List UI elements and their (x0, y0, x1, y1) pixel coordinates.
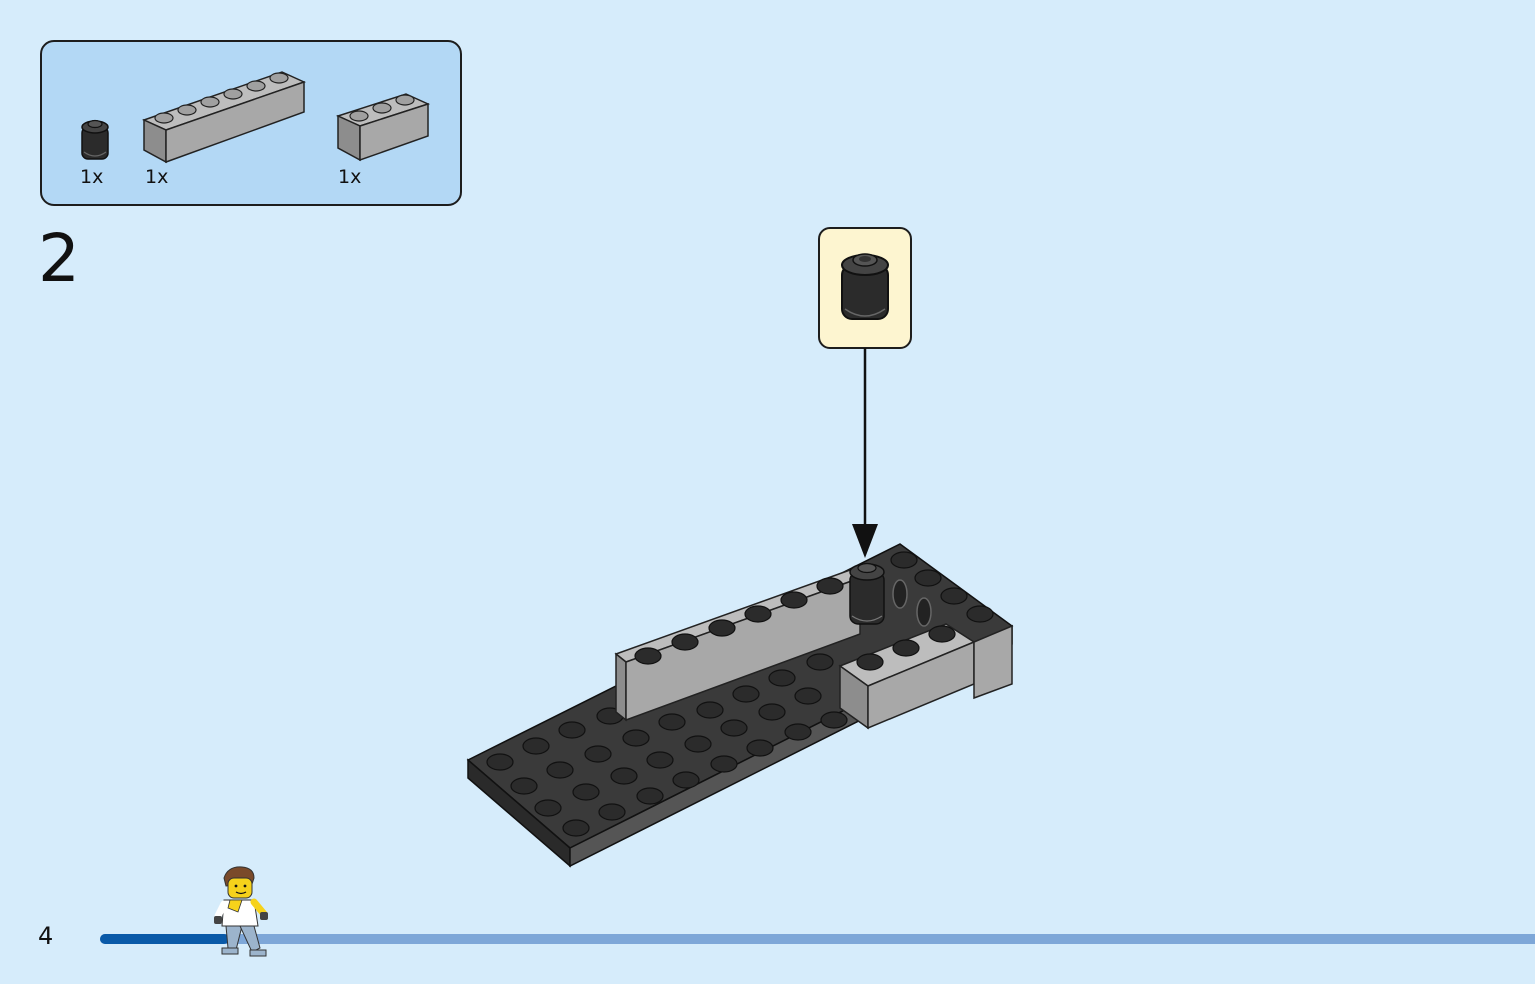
callout-box (818, 227, 912, 349)
round-brick-icon (841, 253, 889, 320)
brick-1x6-icon (141, 71, 307, 164)
part-qty: 1x (80, 166, 104, 188)
minifigure-icon (214, 866, 268, 957)
brick-1x3-icon (335, 93, 431, 162)
part-qty: 1x (145, 166, 169, 188)
round-brick-icon (81, 119, 109, 160)
step-number: 2 (38, 220, 80, 297)
part-qty: 1x (338, 166, 362, 188)
assembled-model-illustration (466, 543, 1014, 868)
progress-bar (100, 934, 1535, 944)
down-arrow-icon (852, 348, 878, 558)
parts-list-illustrations (81, 71, 431, 164)
parts-list-box: 1x 1x 1x (40, 40, 462, 206)
page-number: 4 (38, 922, 54, 950)
progress-fill (100, 934, 230, 944)
